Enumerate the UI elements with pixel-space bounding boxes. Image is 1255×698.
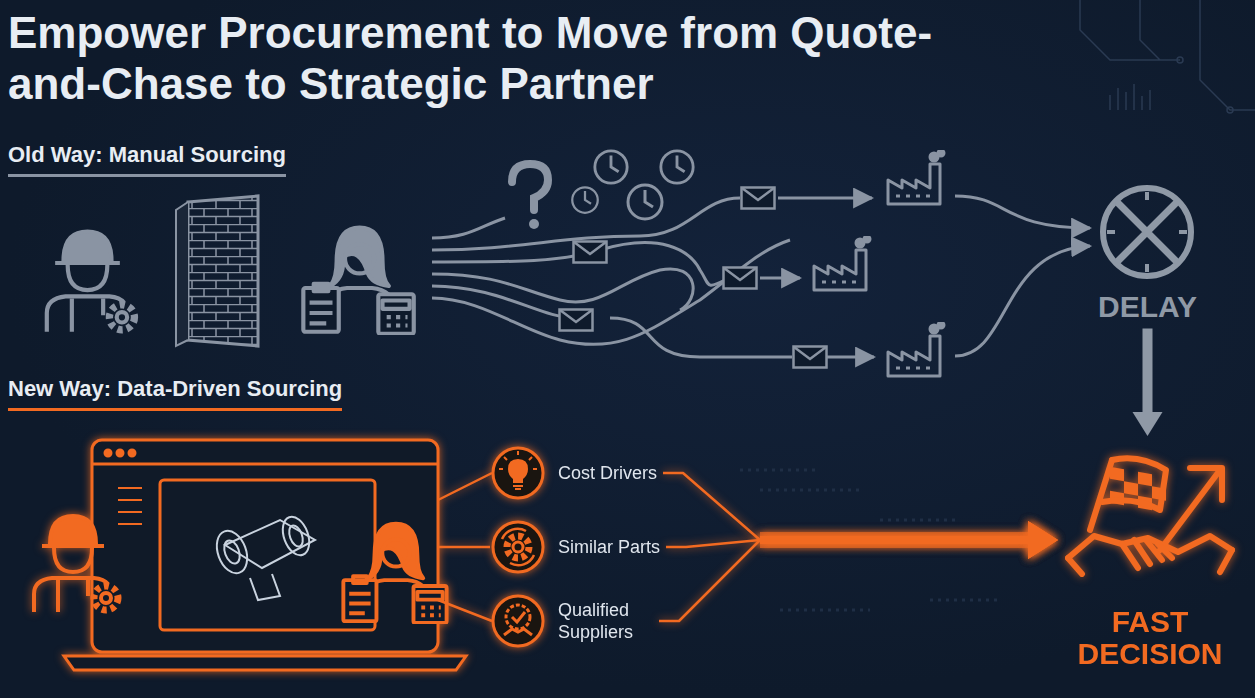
part-wireframe [211,513,315,600]
clock-x-icon [1085,180,1210,285]
connector [1133,329,1163,437]
icon-circle [490,519,546,575]
decision-label: FAST DECISION [1060,606,1240,669]
feature-label: Similar Parts [558,536,660,559]
feature-circle: Qualified Suppliers [490,593,653,649]
connector [666,521,1058,559]
old-way-illustration [47,150,1090,376]
tangled-routes [432,198,874,357]
section-heading: Old Way: Manual Sourcing [8,142,286,177]
delay-icon: DELAY [1085,180,1210,323]
feature-circle: Cost Drivers [490,445,657,501]
section-heading: New Way: Data-Driven Sourcing [8,376,342,411]
icon-circle [490,445,546,501]
new-way-illustration [34,440,492,670]
feature-circle: Similar Parts [490,519,660,575]
question-mark [512,164,548,229]
connector [659,521,1058,621]
feature-label: Cost Drivers [558,462,657,485]
connector [663,473,1058,559]
handshake-icon [1060,440,1240,600]
title: Empower Procurement to Move from Quote-a… [8,8,1008,109]
delay-label: DELAY [1085,291,1210,323]
decision-icon: FAST DECISION [1060,440,1240,669]
brick-wall [176,196,258,346]
feature-label: Qualified Suppliers [558,599,653,644]
icon-circle [490,593,546,649]
circuit-decor [740,0,1255,610]
